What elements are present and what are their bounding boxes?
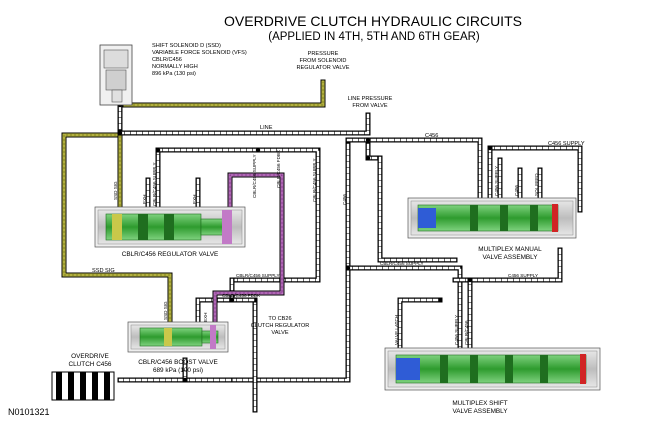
svg-text:EXH: EXH <box>203 313 208 322</box>
svg-text:SHIFT SOLENOID D (SSD): SHIFT SOLENOID D (SSD) <box>152 43 221 49</box>
svg-text:CLUTCH C456: CLUTCH C456 <box>69 361 112 368</box>
multiplex-shift-valve <box>384 347 601 391</box>
multiplex-shift-label: MULTIPLEX SHIFT VALVE ASSEMBLY <box>452 400 508 415</box>
svg-text:CBLR/C456 SUPPLY: CBLR/C456 SUPPLY <box>236 273 280 278</box>
svg-text:C456 SUPPLY: C456 SUPPLY <box>494 166 499 196</box>
line-labels: SSD SIG SSD SIG SSD SIG CBLR/C456 SUPPLY… <box>92 149 539 345</box>
svg-text:CBLR/C456: CBLR/C456 <box>464 320 469 345</box>
svg-text:CBLR/C456 FDBK: CBLR/C456 FDBK <box>276 149 281 188</box>
cblr-c456-regulator-valve <box>94 206 246 248</box>
svg-text:EXH: EXH <box>192 195 197 204</box>
svg-text:CBLR/C456 SUPPLY: CBLR/C456 SUPPLY <box>252 154 257 198</box>
svg-text:CBLR/C456: CBLR/C456 <box>152 57 182 63</box>
svg-text:EXH: EXH <box>142 195 147 204</box>
svg-text:CBLR/C456 SUPPLY: CBLR/C456 SUPPLY <box>312 158 317 202</box>
svg-text:C456 SUPPLY: C456 SUPPLY <box>454 315 459 345</box>
multiplex-manual-label: MULTIPLEX MANUAL VALVE ASSEMBLY <box>478 246 542 261</box>
svg-text:REGULATOR VALVE: REGULATOR VALVE <box>296 65 349 71</box>
svg-text:MULTIPLEX MANUAL: MULTIPLEX MANUAL <box>478 246 542 253</box>
svg-text:FROM VALVE: FROM VALVE <box>352 103 387 109</box>
svg-text:VARIABLE FORCE SOLENOID (VFS): VARIABLE FORCE SOLENOID (VFS) <box>152 50 247 56</box>
overdrive-clutch-c456 <box>51 371 115 401</box>
c456-supply-top-right-label: C456 SUPPLY <box>548 141 585 147</box>
figure-id: N0101321 <box>8 407 50 417</box>
solenoid-label: SHIFT SOLENOID D (SSD) VARIABLE FORCE SO… <box>152 43 247 77</box>
svg-text:VALVE LATCH: VALVE LATCH <box>394 315 399 345</box>
line-label: LINE <box>260 125 273 131</box>
svg-text:C456 SUPPLY: C456 SUPPLY <box>508 273 538 278</box>
svg-text:CBLR/C456 SUPPLY: CBLR/C456 SUPPLY <box>152 162 157 206</box>
cblr-c456-boost-valve <box>127 321 229 353</box>
line-pressure-label: LINE PRESSURE FROM VALVE <box>348 96 393 109</box>
svg-text:VALVE: VALVE <box>271 330 288 336</box>
svg-text:OVERDRIVE: OVERDRIVE <box>71 353 109 360</box>
shift-solenoid-d <box>99 44 133 106</box>
to-cb26-label: TO CB26 CLUTCH REGULATOR VALVE <box>251 316 310 336</box>
black-circuits <box>117 97 583 413</box>
diagram-subtitle: (APPLIED IN 4TH, 5TH AND 6TH GEAR) <box>268 31 480 43</box>
pressure-from-solenoid-label: PRESSURE FROM SOLENOID REGULATOR VALVE <box>296 51 349 71</box>
svg-text:CBLR/C456 SUPPLY: CBLR/C456 SUPPLY <box>380 261 424 266</box>
svg-text:VALVE ASSEMBLY: VALVE ASSEMBLY <box>482 254 538 261</box>
svg-text:CLUTCH REGULATOR: CLUTCH REGULATOR <box>251 323 310 329</box>
svg-text:SOL FEED: SOL FEED <box>534 173 539 196</box>
svg-text:689 kPa (100 psi): 689 kPa (100 psi) <box>153 367 203 374</box>
diagram-title: OVERDRIVE CLUTCH HYDRAULIC CIRCUITS <box>224 13 522 29</box>
boost-valve-label: CBLR/C456 BOOST VALVE 689 kPa (100 psi) <box>138 359 218 374</box>
svg-text:C456: C456 <box>342 194 347 205</box>
hydraulic-lines <box>61 79 583 413</box>
svg-text:SSD SIG: SSD SIG <box>92 268 115 274</box>
svg-text:896 kPa (130 psi): 896 kPa (130 psi) <box>152 71 196 77</box>
svg-text:FROM SOLENOID: FROM SOLENOID <box>300 58 347 64</box>
svg-text:CBLR/C456 FDBK: CBLR/C456 FDBK <box>222 293 261 298</box>
svg-text:CBLR/C456 BOOST VALVE: CBLR/C456 BOOST VALVE <box>138 359 218 366</box>
svg-text:LINE PRESSURE: LINE PRESSURE <box>348 96 393 102</box>
svg-text:PRESSURE: PRESSURE <box>308 51 339 57</box>
overdrive-clutch-label: OVERDRIVE CLUTCH C456 <box>69 353 112 368</box>
svg-text:TO CB26: TO CB26 <box>268 316 291 322</box>
svg-text:C456: C456 <box>514 185 519 196</box>
svg-text:MULTIPLEX SHIFT: MULTIPLEX SHIFT <box>452 400 507 407</box>
junction-dots <box>117 102 493 383</box>
multiplex-manual-valve <box>407 197 577 239</box>
svg-text:VALVE ASSEMBLY: VALVE ASSEMBLY <box>452 408 508 415</box>
olive-circuit <box>61 79 326 328</box>
svg-text:SSD SIG: SSD SIG <box>113 181 118 200</box>
svg-text:SSD SIG: SSD SIG <box>163 301 168 320</box>
c456-top-label: C456 <box>425 133 438 139</box>
svg-text:NORMALLY HIGH: NORMALLY HIGH <box>152 64 198 70</box>
regulator-valve-label: CBLR/C456 REGULATOR VALVE <box>122 251 219 258</box>
purple-feedback <box>212 172 285 328</box>
